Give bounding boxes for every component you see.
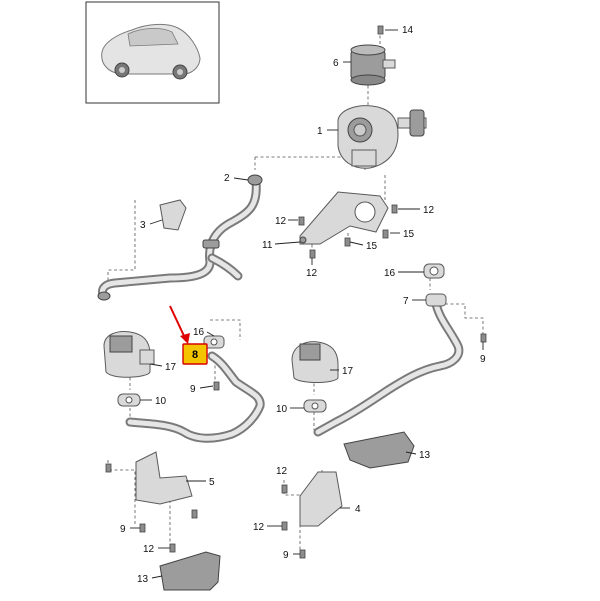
part-label-14[interactable]: 14 [402, 25, 414, 36]
bracket-clip [159, 199, 187, 231]
mounting-bracket [299, 191, 389, 245]
air-hose [97, 174, 263, 301]
part-label-15[interactable]: 15 [403, 229, 415, 240]
vehicle-thumbnail [85, 1, 220, 104]
part-label-10[interactable]: 10 [155, 396, 167, 407]
part-label-12[interactable]: 12 [423, 205, 435, 216]
part-label-9[interactable]: 9 [120, 524, 126, 535]
part-label-5[interactable]: 5 [209, 477, 215, 488]
part-label-7[interactable]: 7 [403, 296, 409, 307]
part-label-13[interactable]: 13 [137, 574, 149, 585]
assembly-line [445, 303, 484, 335]
part-label-12[interactable]: 12 [276, 466, 288, 477]
gasket-right [303, 399, 327, 413]
part-label-16[interactable]: 16 [193, 327, 205, 338]
heat-shield-upper [343, 431, 415, 469]
part-label-8-highlighted[interactable]: 8 [192, 349, 198, 361]
filter-cylinder [350, 44, 396, 86]
assembly-line [107, 460, 136, 525]
part-label-2[interactable]: 2 [224, 173, 230, 184]
part-label-17[interactable]: 17 [165, 362, 177, 373]
part-label-13[interactable]: 13 [419, 450, 431, 461]
part-label-12[interactable]: 12 [275, 216, 287, 227]
bracket-right [299, 471, 343, 527]
secondary-air-pump [337, 105, 427, 169]
part-label-9[interactable]: 9 [190, 384, 196, 395]
heat-shield-lower [159, 551, 221, 591]
highlight-arrow [169, 305, 190, 344]
part-label-9[interactable]: 9 [480, 354, 486, 365]
part-label-3[interactable]: 3 [140, 220, 146, 231]
part-label-12[interactable]: 12 [143, 544, 155, 555]
part-label-9[interactable]: 9 [283, 550, 289, 561]
part-label-17[interactable]: 17 [342, 366, 354, 377]
gasket-left [117, 393, 141, 407]
part-label-6[interactable]: 6 [333, 58, 339, 69]
air-pipe-left [125, 335, 265, 443]
leader-lines [130, 29, 484, 579]
highlighted-part-badge[interactable] [182, 343, 208, 365]
bracket-left [135, 451, 193, 505]
assembly-line [210, 319, 241, 340]
assembly-line [107, 200, 136, 288]
combination-valve-left [103, 331, 155, 378]
part-label-12[interactable]: 12 [253, 522, 265, 533]
bolts [105, 25, 487, 559]
part-label-15[interactable]: 15 [366, 241, 378, 252]
part-label-16[interactable]: 16 [384, 268, 396, 279]
part-label-1[interactable]: 1 [317, 126, 323, 137]
part-label-11[interactable]: 11 [262, 240, 273, 251]
part-label-4[interactable]: 4 [355, 504, 361, 515]
part-label-10[interactable]: 10 [276, 404, 288, 415]
combination-valve-right [291, 341, 339, 383]
part-label-12[interactable]: 12 [306, 268, 318, 279]
air-pipe-right [313, 263, 464, 437]
